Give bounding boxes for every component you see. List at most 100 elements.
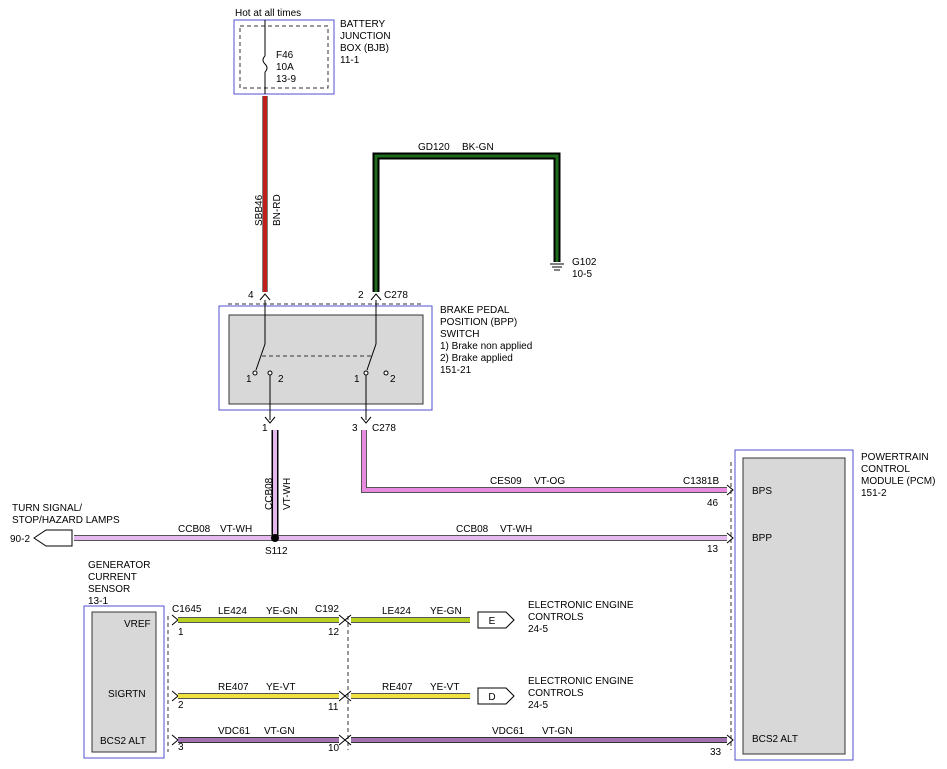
bjb-header: Hot at all times xyxy=(235,8,301,19)
wire-ccb08-horizontal: CCB08 VT-WH CCB08 VT-WH xyxy=(74,524,727,541)
fuse-id: F46 xyxy=(276,50,294,61)
pcm-pin-13: 13 xyxy=(707,544,719,555)
eec-d-line1: ELECTRONIC ENGINE xyxy=(528,676,634,687)
pcm-title-3: MODULE (PCM) xyxy=(861,476,935,487)
bpp-state-2: 2) Brake applied xyxy=(440,353,513,364)
wire-vdc61: VDC61 VT-GN VDC61 VT-GN xyxy=(178,726,727,743)
wire-ces09-core xyxy=(362,430,727,492)
bpp-switch: 4 2 C278 1 2 1 2 1 3 C278 BRAKE PEDAL PO xyxy=(218,290,532,434)
switch-b-pos2: 2 xyxy=(390,374,396,385)
connector-arrow-icon xyxy=(726,484,734,496)
splice-dot-icon xyxy=(271,534,279,542)
pcm-conn: C1381B xyxy=(683,476,719,487)
gen-conn: C1645 xyxy=(172,604,202,615)
eec-e-line2: CONTROLS xyxy=(528,612,584,623)
bpp-top-conn: C278 xyxy=(384,290,408,301)
ccb08-circuit-label: CCB08 xyxy=(264,477,275,510)
connector-arrow-icon xyxy=(726,734,734,746)
ces09-label: CES09 xyxy=(490,476,522,487)
offpage-arrow-icon xyxy=(477,687,515,705)
eec-e-line1: ELECTRONIC ENGINE xyxy=(528,600,634,611)
c192-pin-11: 11 xyxy=(328,702,339,713)
gen-page-ref: 13-1 xyxy=(88,596,108,607)
bpp-state-1: 1) Brake non applied xyxy=(440,341,532,352)
switch-a-pos2: 2 xyxy=(278,374,284,385)
bjb-title-1: BATTERY xyxy=(340,19,386,30)
pcm-title-2: CONTROL xyxy=(861,464,910,475)
ground-symbol-icon: G102 10-5 xyxy=(550,257,597,280)
wire-ccb08-vertical: CCB08 VT-WH xyxy=(264,430,293,536)
le424-a-color: YE-GN xyxy=(266,606,298,617)
connector-arrow-icon xyxy=(360,416,372,424)
le424-b-label: LE424 xyxy=(382,606,411,617)
vdc61-b-label: VDC61 xyxy=(492,726,525,737)
gen-title-1: GENERATOR xyxy=(88,560,150,571)
bpp-bottom-conn: C278 xyxy=(372,423,396,434)
bpp-title-3: SWITCH xyxy=(440,329,479,340)
le424-a-label: LE424 xyxy=(218,606,247,617)
re407-b-color: YE-VT xyxy=(430,682,459,693)
battery-junction-box: Hot at all times F46 10A 13-9 BATTERY JU… xyxy=(233,8,391,95)
eec-d-letter: D xyxy=(488,692,495,703)
gen-pin1-label: VREF xyxy=(124,619,151,630)
turn-signal-line2: STOP/HAZARD LAMPS xyxy=(12,515,120,526)
sbb46-circuit-label: SBB46 xyxy=(254,194,265,226)
switch-b-blade xyxy=(366,343,377,371)
bjb-title-2: JUNCTION xyxy=(340,31,391,42)
offpage-arrow-icon xyxy=(477,611,515,629)
vdc61-b-color: VT-GN xyxy=(542,726,573,737)
bjb-inner-dashed xyxy=(239,25,329,89)
offpage-arrow-icon xyxy=(33,529,73,547)
fuse-icon xyxy=(262,55,268,73)
turn-signal-line1: TURN SIGNAL/ xyxy=(12,503,82,514)
ccb08-color-label: VT-WH xyxy=(282,478,293,510)
fuse-rating: 10A xyxy=(276,62,294,73)
bpp-pin-1: 1 xyxy=(262,423,268,434)
connector-arrow-icon xyxy=(726,532,734,544)
ground-id: G102 xyxy=(572,257,597,268)
connector-arrow-icon xyxy=(171,614,179,626)
gen-title-3: SENSOR xyxy=(88,584,130,595)
connector-arrow-icon xyxy=(344,690,352,702)
gd120-label: GD120 xyxy=(418,142,450,153)
gen-pin3-num: 3 xyxy=(178,742,184,753)
sbb46-color-label: BN-RD xyxy=(272,194,283,226)
gen-body xyxy=(91,611,157,753)
pcm-page-ref: 151-2 xyxy=(861,488,887,499)
eec-d-ref: 24-5 xyxy=(528,700,548,711)
turn-signal-ref: TURN SIGNAL/ STOP/HAZARD LAMPS 90-2 xyxy=(10,503,120,547)
ccb08-right-label: CCB08 xyxy=(456,524,489,535)
ccb08-left-label: CCB08 xyxy=(178,524,211,535)
bpp-pin-4: 4 xyxy=(248,290,254,301)
pcm-pin-46: 46 xyxy=(707,498,719,509)
fuse-ref: 13-9 xyxy=(276,74,296,85)
ccb08-left-color: VT-WH xyxy=(220,524,252,535)
pcm-module: POWERTRAIN CONTROL MODULE (PCM) 151-2 C1… xyxy=(683,449,935,761)
re407-b-label: RE407 xyxy=(382,682,413,693)
bjb-page-ref: 11-1 xyxy=(340,55,360,66)
gen-pin3-label: BCS2 ALT xyxy=(100,736,146,747)
wire-gd120-core xyxy=(374,154,559,292)
eec-ref-e: E ELECTRONIC ENGINE CONTROLS 24-5 xyxy=(477,600,634,635)
connector-arrow-icon xyxy=(338,690,346,702)
connector-arrow-icon xyxy=(338,734,346,746)
vdc61-a-label: VDC61 xyxy=(218,726,251,737)
switch-b-pos1: 1 xyxy=(354,374,360,385)
gd120-color: BK-GN xyxy=(462,142,494,153)
eec-e-letter: E xyxy=(489,616,496,627)
splice-s112: S112 xyxy=(265,534,288,557)
eec-d-line2: CONTROLS xyxy=(528,688,584,699)
c192-connector: C192 12 11 10 xyxy=(315,604,352,754)
splice-id: S112 xyxy=(265,546,288,557)
pcm-title-1: POWERTRAIN xyxy=(861,452,929,463)
gen-pin1-num: 1 xyxy=(178,627,184,638)
generator-current-sensor: GENERATOR CURRENT SENSOR 13-1 C1645 VREF… xyxy=(83,560,202,759)
wire-le424: LE424 YE-GN LE424 YE-GN xyxy=(178,606,470,623)
switch-a-blade xyxy=(255,343,266,371)
pcm-pin-bps: BPS xyxy=(752,486,772,497)
le424-b-color: YE-GN xyxy=(430,606,462,617)
vdc61-a-color: VT-GN xyxy=(264,726,295,737)
connector-arrow-icon xyxy=(344,614,352,626)
connector-arrow-icon xyxy=(338,614,346,626)
